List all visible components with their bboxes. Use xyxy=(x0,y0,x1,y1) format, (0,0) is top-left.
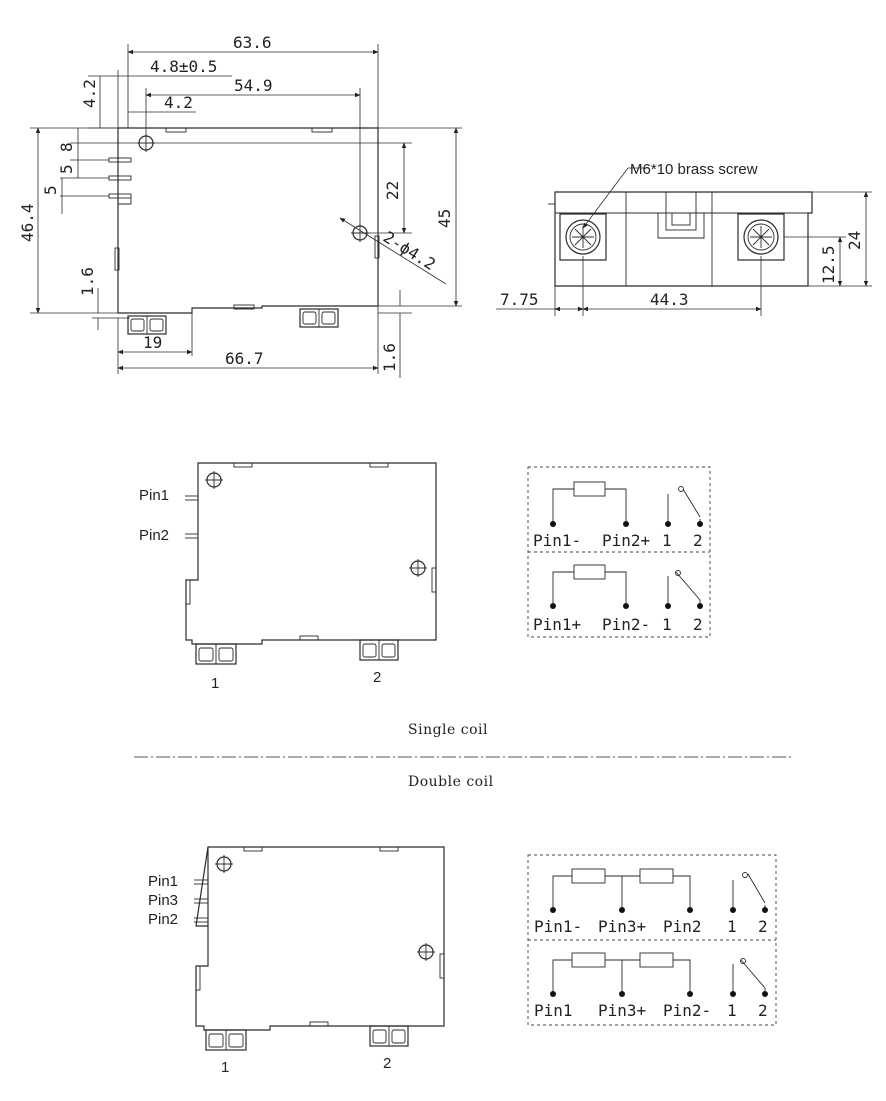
dim-pin-gap-a: 8 xyxy=(57,142,76,152)
single-terminal-2-label: 2 xyxy=(373,669,381,686)
double-terminal-2-label: 2 xyxy=(383,1055,391,1072)
double-coil-labels: Pin1 Pin3 Pin2 1 2 xyxy=(148,873,391,1076)
single-coil-caption: Single coil xyxy=(408,722,488,738)
single-a-pin2: Pin2+ xyxy=(602,531,650,550)
double-a-t1: 1 xyxy=(727,917,737,936)
dim-left-bottom: 1.6 xyxy=(78,267,97,296)
side-view-outline xyxy=(548,191,813,287)
single-terminal-1-label: 1 xyxy=(211,675,219,692)
dim-body-height: 45 xyxy=(435,209,454,228)
dim-side-left-offset: 7.75 xyxy=(500,290,539,309)
double-a-pin3: Pin3+ xyxy=(598,917,646,936)
side-view-labels: M6*10 brass screw 7.75 44.3 12.5 24 xyxy=(500,161,864,309)
double-a-pin2: Pin2 xyxy=(663,917,702,936)
double-terminal-1-label: 1 xyxy=(221,1059,229,1076)
top-view-dimension-labels: 63.6 4.8±0.5 54.9 4.2 4.2 8 5 5 46.4 22 … xyxy=(18,33,454,372)
single-a-t1: 1 xyxy=(662,531,672,550)
double-pin2-label: Pin2 xyxy=(148,911,178,928)
dim-screw-height: 12.5 xyxy=(819,245,838,284)
dim-terminal-spacing: 44.3 xyxy=(650,290,689,309)
dim-overall-length: 63.6 xyxy=(233,33,272,52)
double-coil-outline xyxy=(194,846,445,1051)
dim-hole-spacing: 54.9 xyxy=(234,76,273,95)
double-b-pin1: Pin1 xyxy=(534,1001,573,1020)
top-view-outline xyxy=(108,127,380,335)
double-coil-caption: Double coil xyxy=(408,774,494,790)
single-pin2-label: Pin2 xyxy=(139,527,169,544)
double-b-pin2: Pin2- xyxy=(663,1001,711,1020)
dim-base-length: 66.7 xyxy=(225,349,264,368)
dim-hole-vertical: 22 xyxy=(383,181,402,200)
dim-pin-gap-b: 5 xyxy=(57,164,76,174)
double-coil-schematic: Pin1- Pin3+ Pin2 1 2 Pin1 Pin3+ Pin2- 1 … xyxy=(527,854,777,1026)
single-b-t2: 2 xyxy=(693,615,703,634)
side-view-dimensions xyxy=(496,167,872,316)
double-a-t2: 2 xyxy=(758,917,768,936)
dim-left-vertical-top: 4.2 xyxy=(80,79,99,108)
single-pin1-label: Pin1 xyxy=(139,487,169,504)
dim-hole-offset: 4.2 xyxy=(164,93,193,112)
single-coil-labels: Pin1 Pin2 1 2 xyxy=(139,487,381,692)
dim-hole-diameter: 2-ϕ4.2 xyxy=(380,227,439,274)
screw-callout: M6*10 brass screw xyxy=(630,161,758,178)
dim-overall-height: 46.4 xyxy=(18,203,37,242)
single-coil-schematic: Pin1- Pin2+ 1 2 Pin1+ Pin2- 1 2 xyxy=(527,466,711,638)
single-a-pin1: Pin1- xyxy=(533,531,581,550)
dim-pin-gap-c: 5 xyxy=(41,185,60,195)
double-b-t1: 1 xyxy=(727,1001,737,1020)
dim-side-height: 24 xyxy=(845,231,864,250)
dim-pin-offset: 4.8±0.5 xyxy=(150,57,217,76)
double-b-t2: 2 xyxy=(758,1001,768,1020)
dim-right-bottom: 1.6 xyxy=(380,343,399,372)
double-pin3-label: Pin3 xyxy=(148,892,178,909)
double-a-pin1: Pin1- xyxy=(534,917,582,936)
single-b-pin2: Pin2- xyxy=(602,615,650,634)
double-b-pin3: Pin3+ xyxy=(598,1001,646,1020)
single-a-t2: 2 xyxy=(693,531,703,550)
dim-terminal-width: 19 xyxy=(143,333,162,352)
single-b-pin1: Pin1+ xyxy=(533,615,581,634)
double-pin1-label: Pin1 xyxy=(148,873,178,890)
single-coil-outline xyxy=(185,462,437,665)
single-b-t1: 1 xyxy=(662,615,672,634)
top-view-dimensions xyxy=(30,44,462,378)
